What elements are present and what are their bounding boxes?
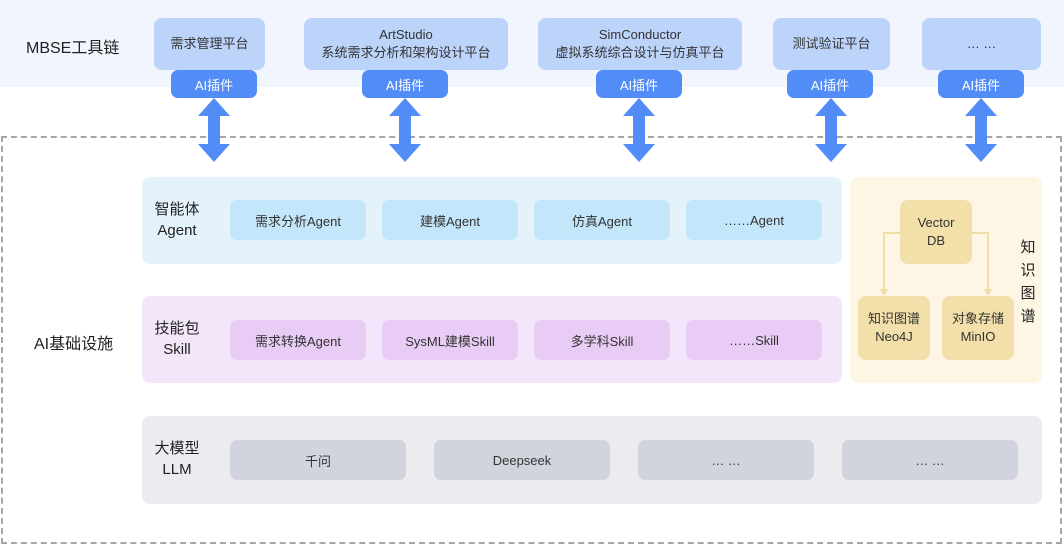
layer-title-en: Skill	[163, 341, 191, 358]
ai-plugin-button[interactable]: AI插件	[787, 70, 873, 98]
tool-requirements-management[interactable]: 需求管理平台	[154, 18, 265, 70]
layer-title-cn: 智能体	[154, 201, 200, 218]
knowledge-graph-title: 知识图谱	[1020, 239, 1036, 325]
bidirectional-arrow-icon	[389, 98, 421, 162]
toolchain-label: MBSE工具链	[26, 40, 120, 57]
ai-plugin-button[interactable]: AI插件	[596, 70, 682, 98]
agent-chip[interactable]: 仿真Agent	[534, 200, 670, 240]
tool-name: SimConductor	[598, 27, 682, 42]
tool-simconductor[interactable]: SimConductor 虚拟系统综合设计与仿真平台	[538, 18, 742, 70]
skill-chip[interactable]: 需求转换Agent	[230, 320, 366, 360]
bidirectional-arrow-icon	[198, 98, 230, 162]
ai-plugin-button[interactable]: AI插件	[938, 70, 1024, 98]
tool-name: 测试验证平台	[792, 36, 871, 51]
llm-layer-title: 大模型 LLM	[152, 438, 202, 480]
infrastructure-label: AI基础设施	[34, 336, 114, 353]
tool-more[interactable]: … …	[922, 18, 1041, 70]
tool-description: 系统需求分析和架构设计平台	[321, 45, 491, 60]
llm-chip[interactable]: … …	[638, 440, 814, 480]
layer-title-en: LLM	[162, 461, 192, 478]
agent-chip[interactable]: 建模Agent	[382, 200, 518, 240]
skill-chip[interactable]: 多学科Skill	[534, 320, 670, 360]
skill-layer-title: 技能包 Skill	[152, 318, 202, 360]
skill-chip[interactable]: SysML建模Skill	[382, 320, 518, 360]
llm-chip[interactable]: … …	[842, 440, 1018, 480]
tool-artstudio[interactable]: ArtStudio 系统需求分析和架构设计平台	[304, 18, 508, 70]
vector-db-node[interactable]: Vector DB	[900, 200, 972, 264]
layer-title-en: Agent	[157, 222, 197, 239]
bidirectional-arrow-icon	[815, 98, 847, 162]
llm-chip[interactable]: 千问	[230, 440, 406, 480]
tool-name: … …	[966, 36, 997, 51]
llm-chip[interactable]: Deepseek	[434, 440, 610, 480]
agent-chip[interactable]: ……Agent	[686, 200, 822, 240]
ai-plugin-button[interactable]: AI插件	[362, 70, 448, 98]
skill-chip[interactable]: ……Skill	[686, 320, 822, 360]
neo4j-node[interactable]: 知识图谱 Neo4J	[858, 296, 930, 360]
layer-title-cn: 大模型	[154, 440, 200, 457]
tool-test-verification[interactable]: 测试验证平台	[773, 18, 890, 70]
layer-title-cn: 技能包	[154, 320, 200, 337]
tool-name: 需求管理平台	[170, 36, 249, 51]
agent-layer-title: 智能体 Agent	[152, 199, 202, 241]
node-label: Neo4J	[875, 329, 913, 344]
bidirectional-arrow-icon	[965, 98, 997, 162]
agent-chip[interactable]: 需求分析Agent	[230, 200, 366, 240]
node-label: 知识图谱	[867, 311, 920, 326]
node-label: MinIO	[960, 329, 996, 344]
tool-description: 虚拟系统综合设计与仿真平台	[555, 45, 725, 60]
node-label: Vector	[917, 215, 955, 230]
node-label: DB	[926, 233, 946, 248]
ai-plugin-button[interactable]: AI插件	[171, 70, 257, 98]
tool-name: ArtStudio	[379, 27, 433, 42]
bidirectional-arrow-icon	[623, 98, 655, 162]
ai-infrastructure-frame	[1, 136, 1062, 544]
minio-node[interactable]: 对象存储 MinIO	[942, 296, 1014, 360]
node-label: 对象存储	[951, 311, 1004, 326]
